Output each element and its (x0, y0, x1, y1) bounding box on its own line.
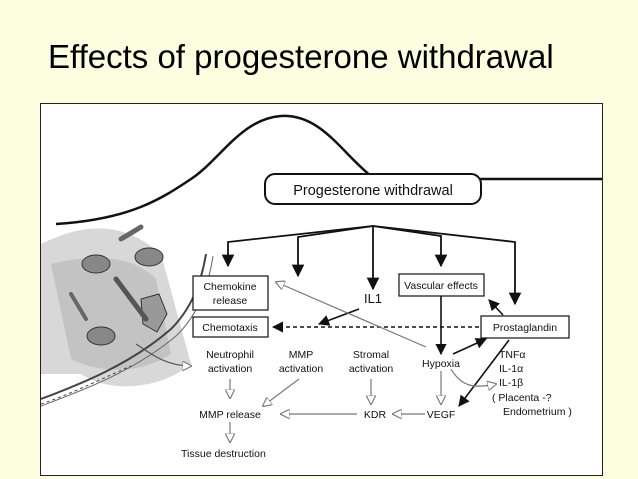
prostaglandin-box (480, 315, 570, 339)
mmp-release-label: MMP release (199, 409, 261, 421)
prostaglandin-label: Prostaglandin (493, 322, 557, 334)
tissue-illustration (41, 224, 214, 407)
hypoxia-label: Hypoxia (422, 358, 460, 370)
il1-label: IL1 (364, 291, 382, 306)
mmp-activation-label-2: activation (279, 363, 324, 375)
il1-alpha-label: IL-1α (499, 363, 523, 375)
diagram-figure: Progesterone withdrawal Chemokine releas… (40, 103, 603, 476)
pathway-arrows (230, 282, 510, 442)
vegf-label: VEGF (427, 409, 456, 421)
distribution-arrows (221, 225, 522, 306)
stromal-activation-label-1: Stromal (353, 349, 389, 361)
chemokine-release-label-2: release (213, 295, 248, 307)
il1-beta-label: IL-1β (499, 377, 523, 389)
vascular-effects-label: Vascular effects (404, 280, 478, 292)
kdr-label: KDR (364, 409, 387, 421)
diagram-svg: Progesterone withdrawal Chemokine releas… (41, 114, 602, 460)
chemokine-release-label-1: Chemokine (203, 281, 256, 293)
slide-title: Effects of progesterone withdrawal (48, 38, 554, 75)
progesterone-withdrawal-label: Progesterone withdrawal (293, 183, 453, 199)
neutrophil-activation-label-1: Neutrophil (206, 349, 254, 361)
mmp-activation-label-1: MMP (289, 349, 314, 361)
tissue-destruction-label: Tissue destruction (181, 448, 266, 460)
neutrophil-activation-label-2: activation (208, 363, 253, 375)
chemokine-release-box (192, 275, 269, 311)
endometrium-label: Endometrium ) (503, 406, 572, 418)
progesterone-curve (55, 114, 602, 226)
progesterone-withdrawal-box (264, 173, 482, 205)
stromal-activation-label-2: activation (349, 363, 394, 375)
chemotaxis-label: Chemotaxis (202, 322, 257, 334)
chemotaxis-box (192, 316, 269, 338)
tnf-alpha-label: TNFα (499, 349, 525, 361)
placenta-label: ( Placenta -? (492, 392, 552, 404)
